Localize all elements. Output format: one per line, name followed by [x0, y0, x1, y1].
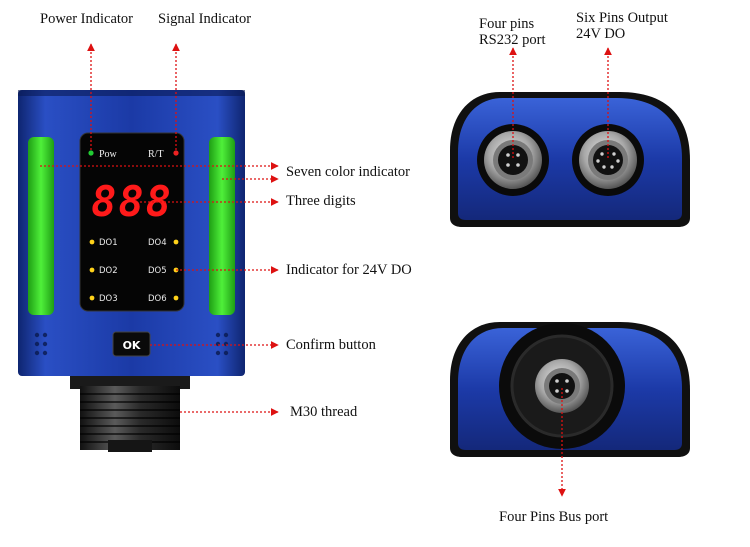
label-seven-color-indicator: Seven color indicator — [286, 164, 411, 180]
power-led — [88, 150, 94, 156]
do2-label: DO2 — [99, 266, 118, 276]
do-indicators: DO1 DO2 DO3 DO4 DO5 DO6 — [89, 238, 179, 304]
ok-label: OK — [123, 339, 141, 352]
do4-label: DO4 — [148, 238, 167, 248]
bottom-connector-cap — [450, 322, 690, 457]
m30-thread — [70, 373, 190, 452]
label-24v-do-line2: 24V DO — [576, 26, 626, 42]
callout-arrows — [40, 43, 612, 497]
label-rs232-line2: RS232 port — [479, 32, 546, 48]
do6-label: DO6 — [148, 294, 167, 304]
seven-color-bar-left — [28, 137, 54, 315]
rt-label: R/T — [148, 149, 164, 160]
label-six-pins-line1: Six Pins Output — [576, 10, 668, 26]
label-m30-thread: M30 thread — [290, 404, 358, 420]
do3-label: DO3 — [99, 294, 118, 304]
do5-label: DO5 — [148, 266, 167, 276]
display-panel — [79, 132, 185, 312]
signal-led — [173, 150, 179, 156]
do1-label: DO1 — [99, 238, 118, 248]
label-six-pins-output: Six Pins Output 24V DO — [576, 10, 668, 42]
label-four-pins-line1: Four pins — [479, 16, 535, 32]
label-power-indicator: Power Indicator — [40, 11, 134, 27]
rs232-connector — [477, 124, 549, 196]
seven-color-bar-right — [209, 137, 235, 315]
pow-label: Pow — [99, 149, 118, 160]
label-confirm-button: Confirm button — [286, 337, 376, 353]
ok-button[interactable]: OK — [112, 331, 151, 357]
label-four-pins-bus-port: Four Pins Bus port — [499, 509, 609, 525]
label-signal-indicator: Signal Indicator — [158, 11, 252, 27]
six-pin-connector — [572, 124, 644, 196]
label-indicator-24v-do: Indicator for 24V DO — [286, 262, 412, 278]
label-four-pins-rs232: Four pins RS232 port — [479, 16, 545, 48]
bus-port-connector — [499, 323, 625, 449]
label-three-digits: Three digits — [286, 193, 356, 209]
top-connector-cap — [450, 92, 690, 227]
sensor-front-view: Pow R/T 888 DO1 DO2 DO3 DO4 DO5 DO6 OK — [18, 90, 245, 452]
